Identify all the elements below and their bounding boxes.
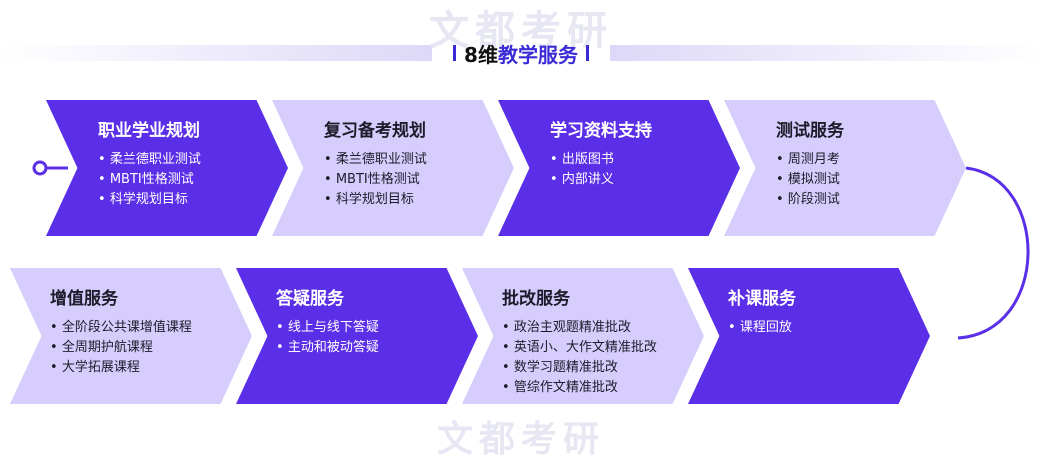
stage-title: 补课服务 <box>728 289 796 309</box>
stage-item: 全周期护航课程 <box>50 338 252 358</box>
stage-item: 科学规划目标 <box>324 190 514 210</box>
stage-item: 出版图书 <box>550 150 740 170</box>
row2-stage-4: 补课服务课程回放 <box>688 268 930 404</box>
start-node-icon <box>32 160 48 176</box>
stage-title: 答疑服务 <box>276 289 344 309</box>
stage-title: 复习备考规划 <box>324 121 426 141</box>
row1-stage-3: 学习资料支持出版图书内部讲义 <box>498 100 740 236</box>
stage-item: 政治主观题精准批改 <box>502 318 704 338</box>
page-title: 8维教学服务 <box>432 38 610 68</box>
title-tick-left <box>453 45 457 61</box>
stage-title: 职业学业规划 <box>98 121 200 141</box>
stage-item: 课程回放 <box>728 318 930 338</box>
stage-item: 大学拓展课程 <box>50 358 252 378</box>
stage-title: 学习资料支持 <box>550 121 652 141</box>
stage-item: 科学规划目标 <box>98 190 288 210</box>
watermark-top: 文都考研 <box>429 8 613 54</box>
stage-item: 英语小、大作文精准批改 <box>502 338 704 358</box>
header-bar-left <box>0 45 432 61</box>
stage-item: 周测月考 <box>776 150 966 170</box>
stage-title: 测试服务 <box>776 121 844 141</box>
stage-item: 主动和被动答疑 <box>276 338 478 358</box>
stage-item: 全阶段公共课增值课程 <box>50 318 252 338</box>
stage-title: 增值服务 <box>50 289 118 309</box>
stage-item: MBTI性格测试 <box>98 170 288 190</box>
stage-item: 阶段测试 <box>776 190 966 210</box>
stage-item: 柔兰德职业测试 <box>324 150 514 170</box>
row2-stage-1: 增值服务全阶段公共课增值课程全周期护航课程大学拓展课程 <box>10 268 252 404</box>
title-tick-right <box>585 45 589 61</box>
flow-connectors <box>32 160 1030 340</box>
stage-item: 柔兰德职业测试 <box>98 150 288 170</box>
stage-item: 管综作文精准批改 <box>502 378 704 398</box>
title-highlight: 教学服务 <box>497 42 578 67</box>
title-prefix: 8维 <box>464 42 498 67</box>
header-bar-right <box>610 45 1042 61</box>
stage-item: 数学习题精准批改 <box>502 358 704 378</box>
stage-title: 批改服务 <box>502 289 570 309</box>
row1-stage-2: 复习备考规划柔兰德职业测试MBTI性格测试科学规划目标 <box>272 100 514 236</box>
row2-stage-2: 答疑服务线上与线下答疑主动和被动答疑 <box>236 268 478 404</box>
right-arc-connector <box>957 166 1030 340</box>
row1-stage-1: 职业学业规划柔兰德职业测试MBTI性格测试科学规划目标 <box>46 100 288 236</box>
stage-item: 线上与线下答疑 <box>276 318 478 338</box>
stage-item: 内部讲义 <box>550 170 740 190</box>
row2-stage-3: 批改服务政治主观题精准批改英语小、大作文精准批改数学习题精准批改管综作文精准批改 <box>462 268 704 404</box>
stage-item: MBTI性格测试 <box>324 170 514 190</box>
row1-stage-4: 测试服务周测月考模拟测试阶段测试 <box>724 100 966 236</box>
stage-item: 模拟测试 <box>776 170 966 190</box>
